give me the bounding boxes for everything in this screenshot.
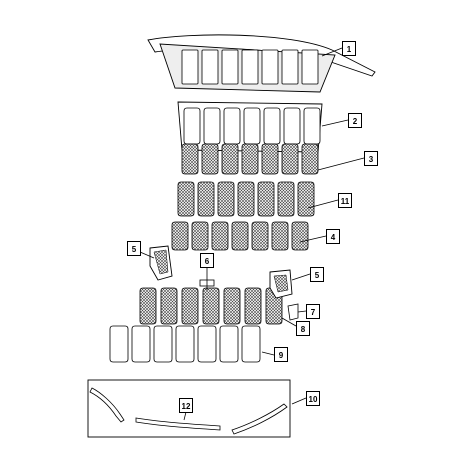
bezel-ring bbox=[175, 325, 195, 363]
frame-slot bbox=[241, 49, 259, 85]
grille-insert-row-8 bbox=[139, 287, 283, 325]
surround-slot bbox=[243, 107, 261, 145]
callout-5-left: 5 bbox=[127, 241, 141, 256]
mesh-insert bbox=[241, 143, 259, 175]
mesh-insert bbox=[231, 221, 249, 251]
bezel-ring bbox=[131, 325, 151, 363]
mesh-insert bbox=[201, 143, 219, 175]
small-clip bbox=[287, 303, 299, 321]
frame-slot bbox=[181, 49, 199, 85]
mesh-insert bbox=[281, 143, 299, 175]
callout-10: 10 bbox=[306, 391, 320, 406]
surround-slot bbox=[203, 107, 221, 145]
mesh-insert bbox=[191, 221, 209, 251]
center-clip bbox=[199, 276, 215, 290]
mesh-insert bbox=[244, 287, 262, 325]
frame-slot bbox=[201, 49, 219, 85]
left-molding bbox=[89, 387, 125, 423]
frame-slot bbox=[301, 49, 319, 85]
mesh-insert bbox=[251, 221, 269, 251]
grille-bezel-row-9 bbox=[109, 325, 261, 363]
mesh-insert bbox=[257, 181, 275, 217]
grille-insert-row-3 bbox=[181, 143, 319, 175]
surround-slot bbox=[283, 107, 301, 145]
mesh-insert bbox=[297, 181, 315, 217]
molding-kit-frame bbox=[87, 379, 291, 438]
callout-5-right: 5 bbox=[310, 267, 324, 282]
grille-insert-row-11 bbox=[177, 181, 315, 217]
callout-11: 11 bbox=[338, 193, 352, 208]
bezel-ring bbox=[153, 325, 173, 363]
callout-9: 9 bbox=[274, 347, 288, 362]
mesh-insert bbox=[291, 221, 309, 251]
grille-insert-row-4 bbox=[171, 221, 309, 251]
surround-slot bbox=[223, 107, 241, 145]
grille-surround bbox=[177, 101, 323, 153]
bezel-ring bbox=[197, 325, 217, 363]
callout-1: 1 bbox=[342, 41, 356, 56]
bezel-ring bbox=[219, 325, 239, 363]
callout-2: 2 bbox=[348, 113, 362, 128]
mesh-insert bbox=[160, 287, 178, 325]
callout-4: 4 bbox=[326, 229, 340, 244]
mesh-insert bbox=[171, 221, 189, 251]
frame-slot bbox=[261, 49, 279, 85]
mesh-insert bbox=[301, 143, 319, 175]
callout-7: 7 bbox=[306, 304, 320, 319]
mesh-insert bbox=[197, 181, 215, 217]
surround-slot bbox=[263, 107, 281, 145]
mesh-insert bbox=[217, 181, 235, 217]
callout-8: 8 bbox=[296, 321, 310, 336]
bezel-ring bbox=[241, 325, 261, 363]
surround-slot bbox=[303, 107, 321, 145]
callout-3: 3 bbox=[364, 151, 378, 166]
mesh-insert bbox=[237, 181, 255, 217]
mesh-insert bbox=[202, 287, 220, 325]
bezel-ring bbox=[109, 325, 129, 363]
mesh-insert bbox=[181, 143, 199, 175]
callout-12: 12 bbox=[179, 398, 193, 413]
mesh-insert bbox=[277, 181, 295, 217]
callout-6: 6 bbox=[200, 253, 214, 268]
mesh-insert bbox=[223, 287, 241, 325]
mesh-insert bbox=[177, 181, 195, 217]
surround-slot bbox=[183, 107, 201, 145]
mesh-insert bbox=[181, 287, 199, 325]
mesh-insert bbox=[271, 221, 289, 251]
leader-lines bbox=[139, 47, 365, 421]
frame-slot bbox=[221, 49, 239, 85]
right-molding bbox=[231, 403, 288, 435]
mesh-insert bbox=[221, 143, 239, 175]
frame-slot bbox=[281, 49, 299, 85]
mesh-insert bbox=[261, 143, 279, 175]
grille-support-frame bbox=[147, 34, 376, 93]
mesh-insert bbox=[211, 221, 229, 251]
mesh-insert bbox=[139, 287, 157, 325]
center-molding bbox=[135, 417, 221, 431]
